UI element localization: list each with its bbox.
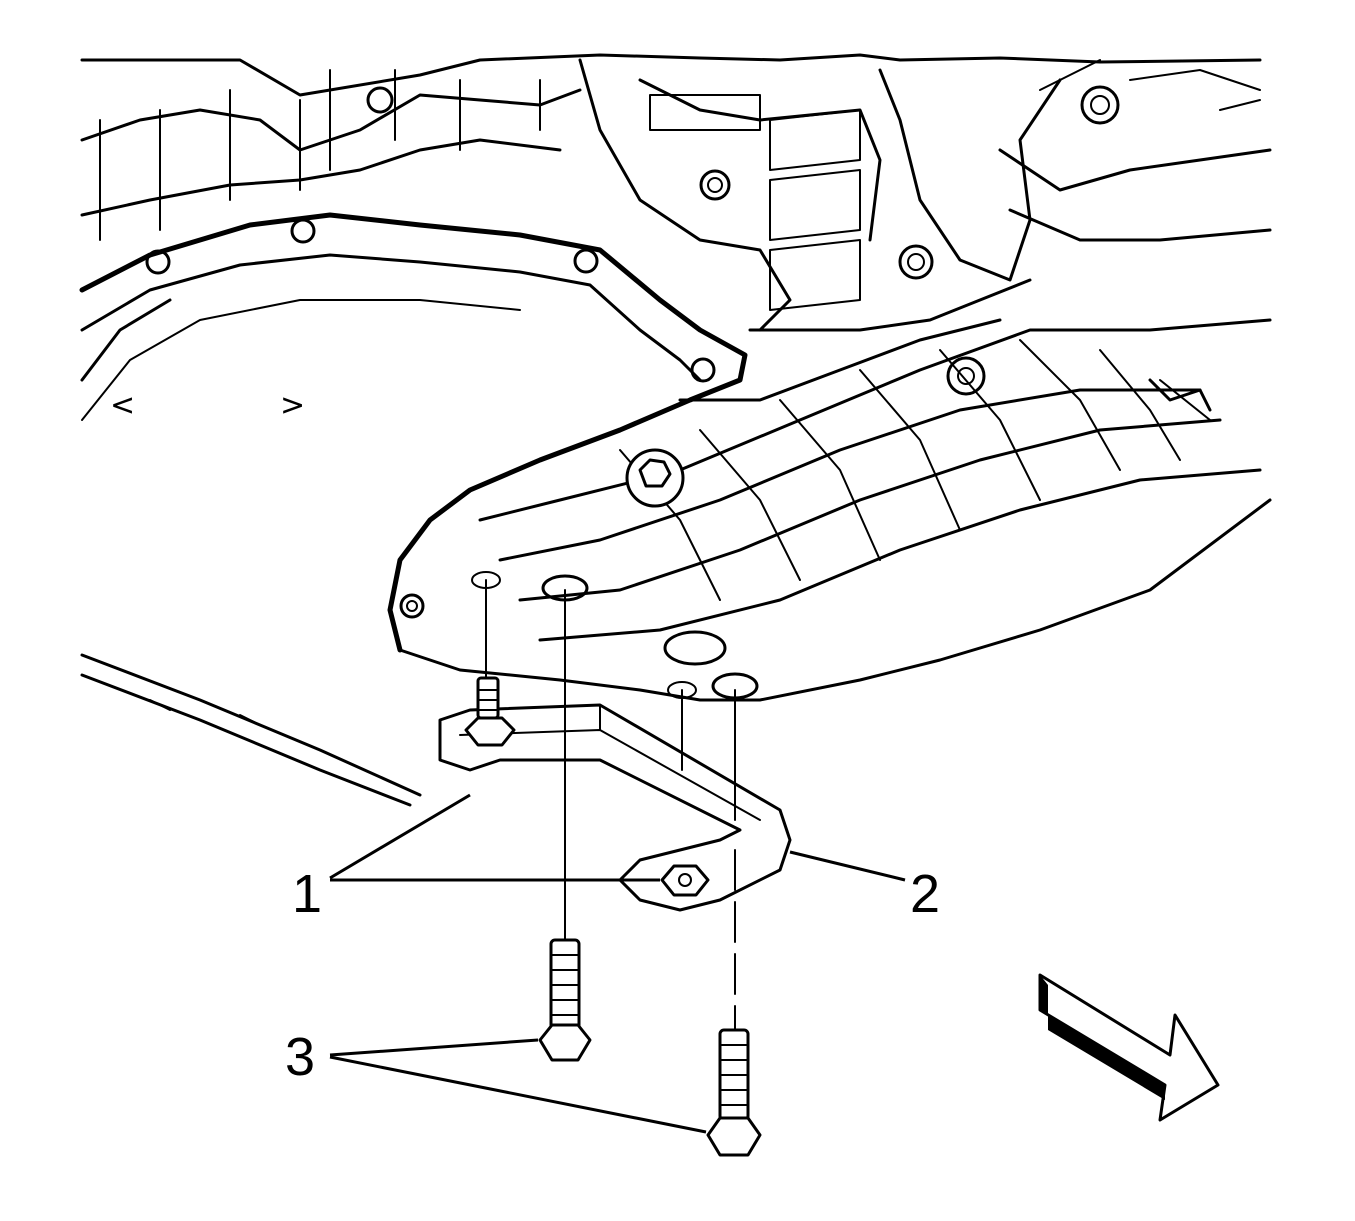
pan-bolt — [625, 448, 685, 508]
pan-marker-left: < — [110, 388, 135, 423]
bracket-bolts — [538, 938, 762, 1157]
bracket-nuts — [464, 676, 710, 897]
callout-2-bracket: 2 — [910, 864, 940, 924]
oil-pan — [79, 212, 1272, 702]
front-direction-arrow-icon — [1038, 973, 1220, 1122]
ribbed-cover — [478, 318, 1272, 666]
transmission-housing — [80, 53, 1272, 332]
callout-leaders — [329, 793, 906, 1134]
gasket-rail — [80, 653, 422, 807]
callout-3-bolts: 3 — [285, 1027, 315, 1087]
callout-1-nuts: 1 — [292, 864, 322, 924]
alignment-lines — [471, 571, 759, 1031]
pan-marker-right: > — [280, 388, 305, 423]
